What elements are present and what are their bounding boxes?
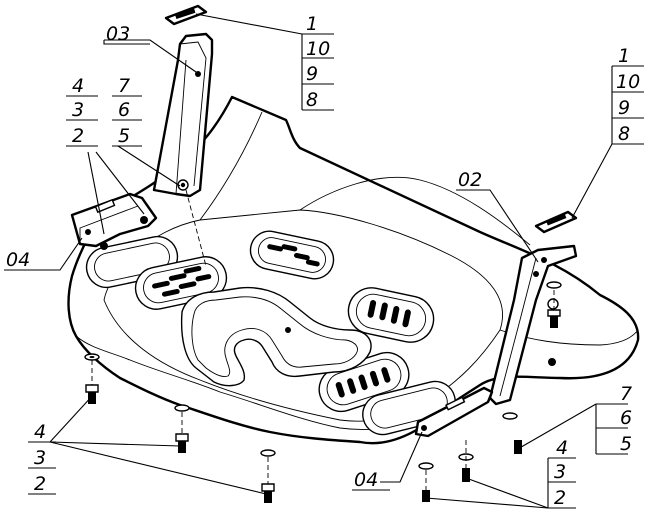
label-bottomright-b-2: 3	[554, 461, 566, 483]
part-03-underline	[103, 40, 150, 45]
plate-hole-2	[548, 358, 556, 366]
part-label-03: 03	[106, 23, 130, 45]
center-cutout	[180, 286, 372, 387]
label-right-3: 9	[618, 97, 630, 119]
label-stack-bottom-left: 4 3 2	[28, 421, 56, 495]
label-bottomright-a-3: 5	[620, 433, 632, 455]
label-bottomleft-1: 4	[34, 421, 46, 443]
label-stack-mid-left-b: 7 6 5	[112, 75, 142, 147]
bolt-4	[418, 462, 434, 502]
label-bottomright-a-1: 7	[620, 383, 632, 405]
bracket-02	[488, 210, 578, 406]
label-midleft-b-1: 7	[118, 75, 130, 97]
label-stack-bottom-right-a: 7 6 5	[595, 383, 632, 455]
plate-hole-3	[547, 298, 559, 310]
label-midleft-b-2: 6	[118, 99, 130, 121]
label-right-4: 8	[618, 123, 630, 145]
label-bottomright-a-2: 6	[620, 407, 632, 429]
label-stack-mid-left-a: 4 3 2	[66, 75, 98, 147]
label-stack-bottom-right-b: 4 3 2	[547, 437, 576, 509]
label-top-3: 9	[306, 63, 318, 85]
bolt-6	[502, 412, 522, 454]
bracket-04-bottom	[414, 386, 494, 438]
label-top-1: 1	[306, 13, 318, 35]
bolt-2	[174, 404, 190, 453]
part-label-04-left: 04	[6, 249, 30, 271]
label-midleft-a-1: 4	[72, 75, 84, 97]
label-midleft-b-3: 5	[118, 125, 130, 147]
label-bottomright-b-3: 2	[554, 487, 566, 509]
label-bottomleft-2: 3	[34, 447, 46, 469]
label-midleft-a-3: 2	[72, 125, 84, 147]
bolt-7	[546, 281, 562, 328]
vent-slot-4	[347, 287, 435, 343]
label-stack-top: 1 10 9 8	[301, 13, 334, 111]
label-top-2: 10	[306, 38, 330, 60]
part-label-02: 02	[458, 169, 482, 191]
label-top-4: 8	[306, 89, 318, 111]
bracket-04-left	[70, 192, 158, 248]
label-right-2: 10	[616, 71, 640, 93]
vent-slot-3	[249, 230, 335, 280]
bracket-03	[152, 4, 214, 198]
label-bottomleft-3: 2	[34, 473, 46, 495]
plate-hole-1	[285, 327, 291, 333]
label-stack-right: 1 10 9 8	[611, 45, 644, 145]
bolt-3	[260, 449, 276, 503]
label-right-1: 1	[618, 45, 630, 67]
label-midleft-a-2: 3	[72, 99, 84, 121]
label-bottomright-b-1: 4	[556, 437, 568, 459]
part-label-04-bottom: 04	[354, 469, 378, 491]
assembly-axis-7	[185, 189, 207, 267]
